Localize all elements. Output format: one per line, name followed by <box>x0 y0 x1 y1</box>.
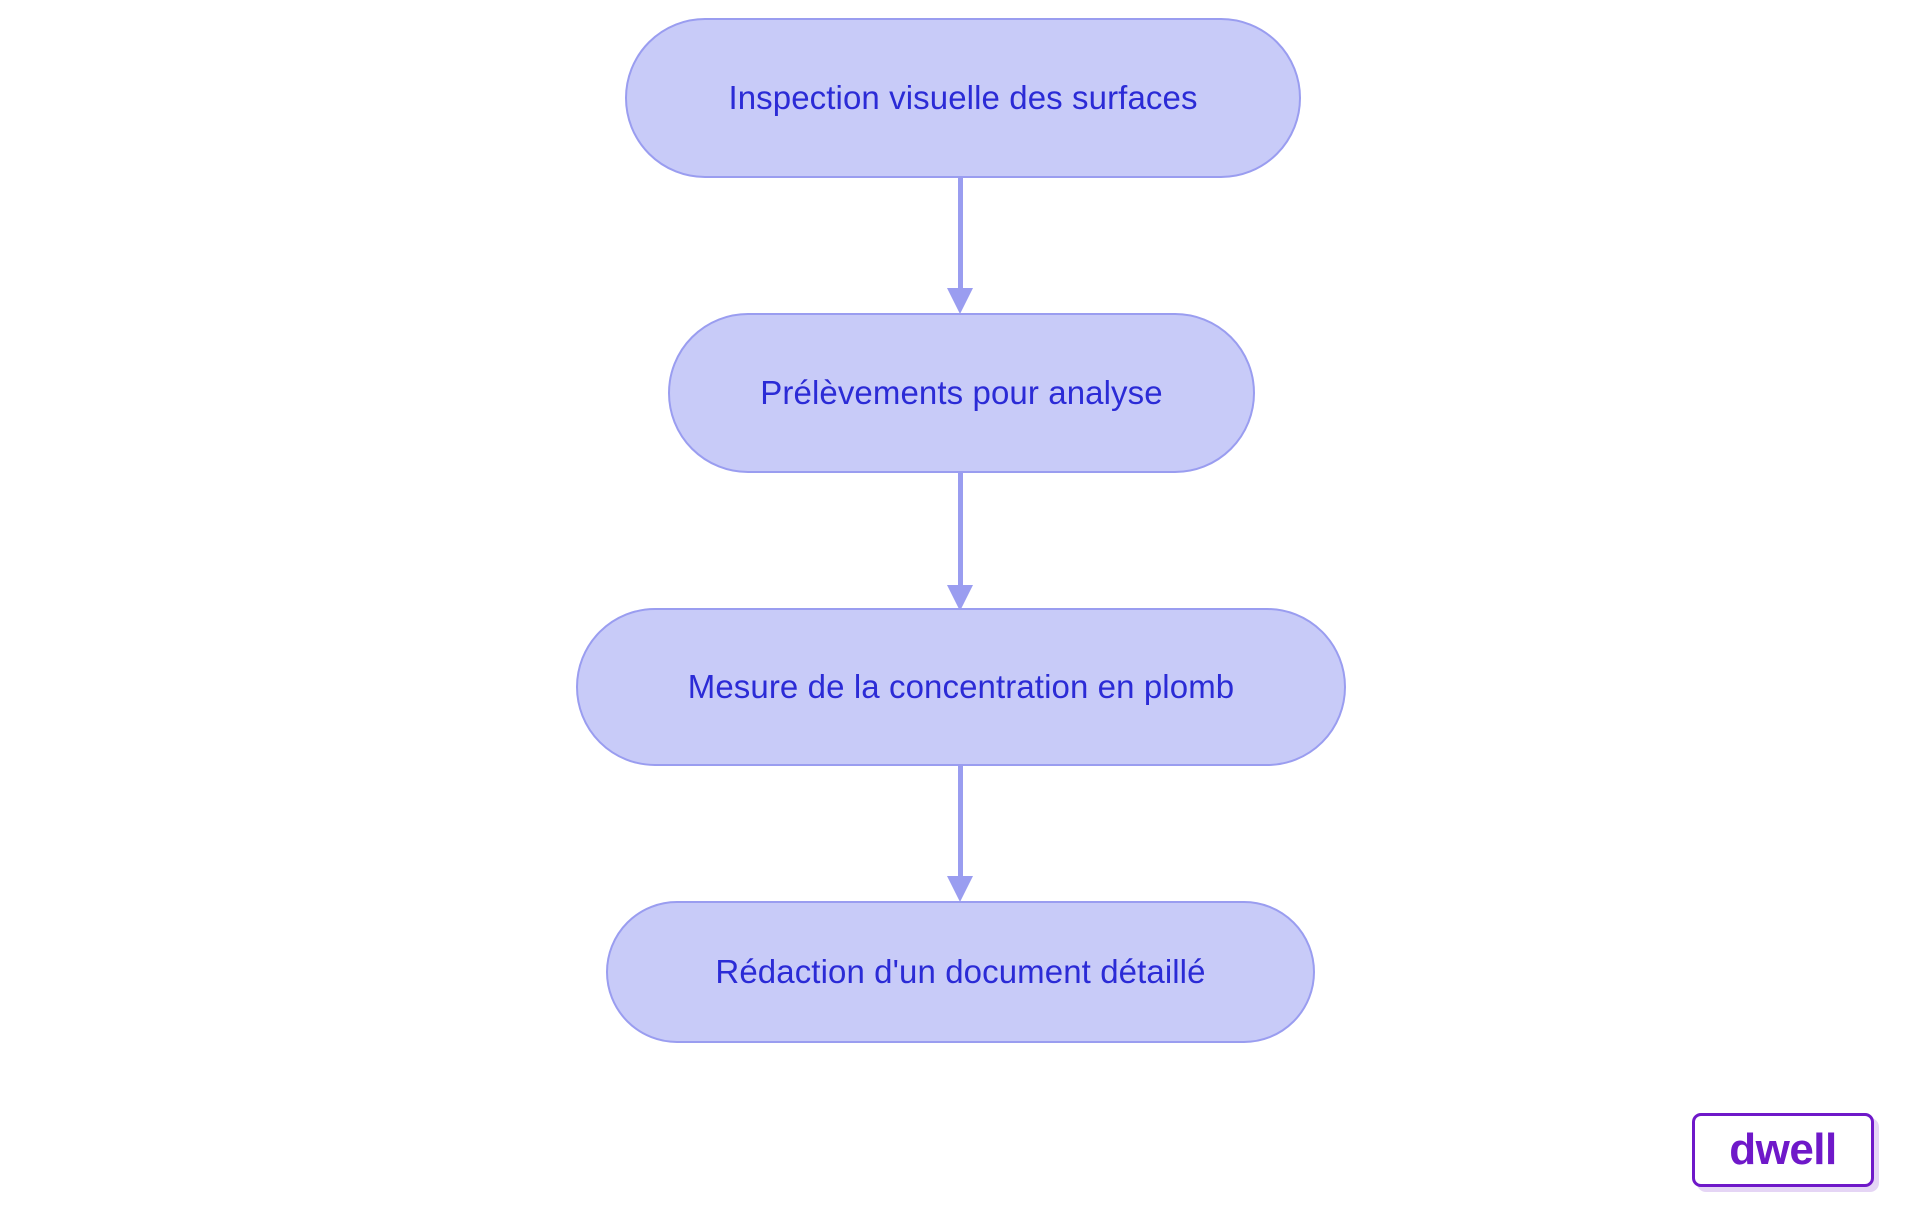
flow-node-redaction-document[interactable]: Rédaction d'un document détaillé <box>606 901 1315 1043</box>
connector-line-1 <box>957 178 963 288</box>
flow-node-inspection-visuelle[interactable]: Inspection visuelle des surfaces <box>625 18 1301 178</box>
flow-node-label: Prélèvements pour analyse <box>760 374 1163 412</box>
down-arrow-icon-3 <box>947 876 973 902</box>
flow-node-label: Rédaction d'un document détaillé <box>715 953 1206 991</box>
connector-line-2 <box>957 473 963 585</box>
flow-node-label: Mesure de la concentration en plomb <box>687 668 1235 706</box>
dwell-logo[interactable]: dwell <box>1692 1113 1874 1187</box>
flow-node-mesure-concentration-plomb[interactable]: Mesure de la concentration en plomb <box>576 608 1346 766</box>
flow-node-prelevements-analyse[interactable]: Prélèvements pour analyse <box>668 313 1255 473</box>
down-arrow-icon-1 <box>947 288 973 314</box>
flow-node-label: Inspection visuelle des surfaces <box>728 79 1198 117</box>
down-arrow-icon-2 <box>947 585 973 611</box>
dwell-logo-text: dwell <box>1729 1125 1837 1174</box>
connector-line-3 <box>957 766 963 876</box>
